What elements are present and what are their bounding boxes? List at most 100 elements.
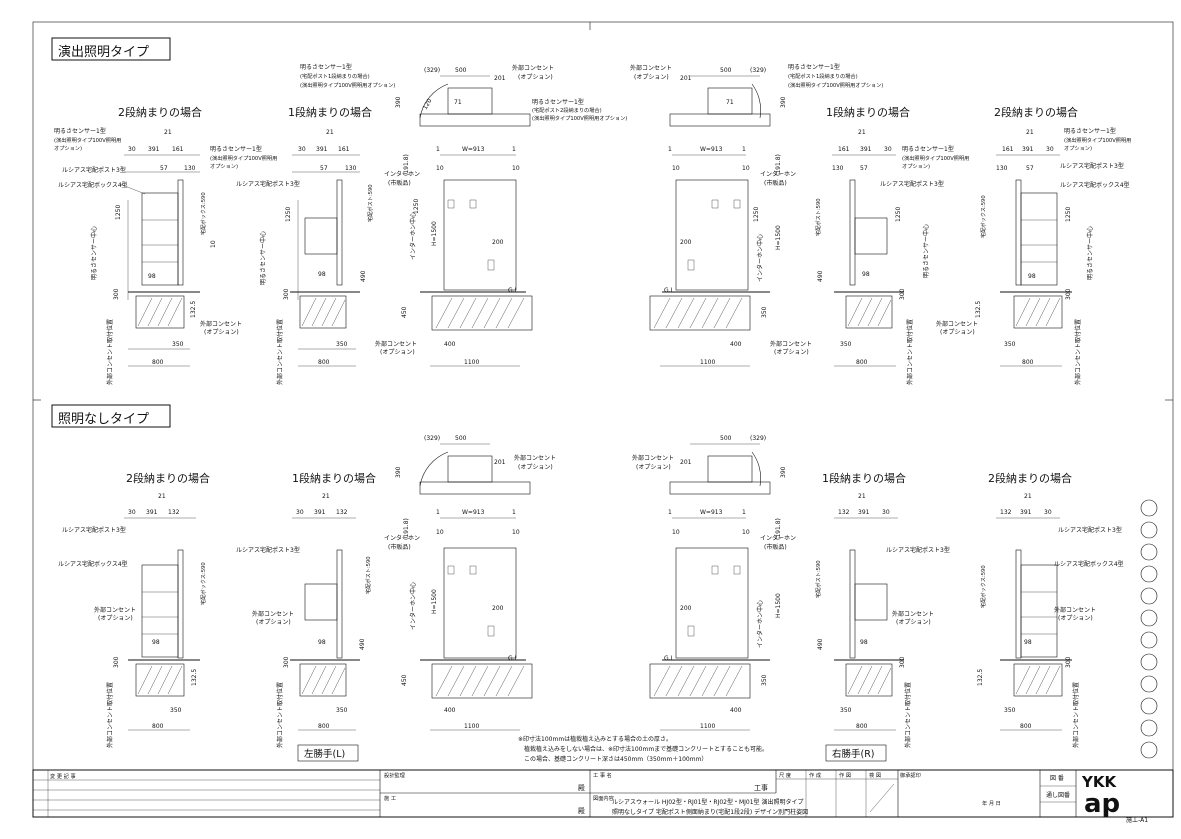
svg-text:W=913: W=913 bbox=[700, 509, 723, 516]
svg-text:132.5: 132.5 bbox=[190, 301, 197, 318]
svg-text:450: 450 bbox=[401, 674, 408, 686]
svg-text:外部コンセント: 外部コンセント bbox=[770, 340, 812, 348]
svg-text:1100: 1100 bbox=[464, 359, 479, 366]
svg-text:外部コンセント: 外部コンセント bbox=[512, 64, 554, 72]
svg-text:21: 21 bbox=[164, 129, 172, 136]
svg-text:400: 400 bbox=[730, 707, 742, 714]
svg-text:350: 350 bbox=[840, 707, 852, 714]
svg-text:宅配ボックス:590: 宅配ボックス:590 bbox=[199, 562, 207, 605]
svg-text:W=913: W=913 bbox=[462, 146, 485, 153]
svg-text:※印寸法100mmは植栽植え込みとする場合の土の厚さ。: ※印寸法100mmは植栽植え込みとする場合の土の厚さ。 bbox=[518, 735, 672, 743]
svg-text:(演出照明タイプ100V照明用: (演出照明タイプ100V照明用 bbox=[210, 154, 277, 162]
svg-text:(市販品): (市販品) bbox=[388, 543, 411, 551]
svg-text:300: 300 bbox=[1065, 288, 1072, 300]
svg-text:工 事 名: 工 事 名 bbox=[593, 771, 612, 779]
plan-front-view-top-left: 明るさセンサー1型 (宅配ポスト1段納まりの場合) (演出照明タイプ100V照明… bbox=[300, 63, 627, 367]
svg-text:450: 450 bbox=[401, 306, 408, 318]
svg-text:1250: 1250 bbox=[1065, 207, 1072, 222]
svg-text:200: 200 bbox=[680, 239, 692, 246]
svg-text:(191.8): (191.8) bbox=[775, 518, 782, 540]
sheet-border bbox=[32, 21, 1174, 818]
svg-text:350: 350 bbox=[170, 707, 182, 714]
svg-text:YKK: YKK bbox=[1081, 773, 1117, 791]
svg-text:132.5: 132.5 bbox=[975, 301, 982, 318]
side-view-2tier-top-left: 2段納まりの場合 21 30 391 161 57 130 明るさセンサー1型 … bbox=[54, 105, 242, 385]
svg-text:350: 350 bbox=[840, 341, 852, 348]
svg-text:(オプション): (オプション) bbox=[774, 349, 809, 356]
svg-text:ルシアスウォール HJ02型・RJ01型・RJ02型・MJ: ルシアスウォール HJ02型・RJ01型・RJ02型・MJ01型 演出照明タイプ bbox=[612, 798, 803, 806]
svg-text:490: 490 bbox=[817, 270, 824, 282]
svg-text:350: 350 bbox=[761, 674, 768, 686]
gate-pillar bbox=[675, 547, 749, 659]
side-view-1tier-bottom-right: 1段納まりの場合 21 132 391 30 ルシアス宅配ポスト3型 外部コンセ… bbox=[814, 471, 950, 762]
svg-text:(オプション): (オプション) bbox=[1058, 615, 1093, 622]
svg-text:外部コンセント: 外部コンセント bbox=[252, 610, 294, 618]
gate-pillar bbox=[675, 179, 749, 291]
svg-text:(329): (329) bbox=[750, 67, 766, 74]
svg-text:(演出照明タイプ100V照明用: (演出照明タイプ100V照明用 bbox=[1064, 136, 1131, 144]
foundation bbox=[845, 295, 893, 329]
svg-text:宅配ボックス:590: 宅配ボックス:590 bbox=[979, 565, 987, 608]
foundation bbox=[135, 663, 185, 697]
foundation bbox=[135, 295, 185, 329]
foundation bbox=[1013, 663, 1063, 697]
svg-text:外部コンセント取付位置: 外部コンセント取付位置 bbox=[276, 682, 284, 748]
svg-text:57: 57 bbox=[1026, 165, 1034, 172]
side-view-2tier-bottom-left: 2段納まりの場合 21 30 391 132 ルシアス宅配ポスト3型 ルシアス宅… bbox=[58, 471, 210, 748]
svg-text:図面内容: 図面内容 bbox=[593, 794, 614, 802]
svg-text:800: 800 bbox=[318, 723, 330, 730]
svg-text:外部コンセント取付位置: 外部コンセント取付位置 bbox=[276, 319, 284, 385]
foundation bbox=[845, 663, 893, 697]
svg-text:10: 10 bbox=[512, 529, 520, 536]
svg-text:300: 300 bbox=[1065, 656, 1072, 668]
svg-text:391: 391 bbox=[1020, 509, 1032, 516]
plan-mailbox bbox=[707, 455, 753, 483]
view-title: 2段納まりの場合 bbox=[988, 471, 1072, 485]
svg-text:ルシアス宅配ポスト3型: ルシアス宅配ポスト3型 bbox=[886, 546, 950, 554]
side-view-2tier-top-right: 2段納まりの場合 21 161 391 30 130 57 明るさセンサー1型 … bbox=[936, 105, 1131, 385]
svg-text:1100: 1100 bbox=[464, 723, 479, 730]
svg-text:H=1500: H=1500 bbox=[775, 225, 782, 250]
svg-text:明るさセンサー1型: 明るさセンサー1型 bbox=[54, 127, 106, 135]
svg-text:インターホン: インターホン bbox=[760, 534, 796, 542]
svg-text:30: 30 bbox=[298, 146, 306, 153]
svg-text:作 成: 作 成 bbox=[809, 771, 821, 779]
svg-text:明るさセンサー中心: 明るさセンサー中心 bbox=[90, 226, 98, 280]
svg-text:21: 21 bbox=[858, 129, 866, 136]
plan-mailbox bbox=[447, 455, 493, 483]
svg-text:120: 120 bbox=[422, 97, 434, 111]
mailbox-body bbox=[304, 583, 338, 621]
svg-text:1100: 1100 bbox=[700, 359, 715, 366]
svg-text:外部コンセント: 外部コンセント bbox=[94, 606, 136, 614]
svg-text:201: 201 bbox=[494, 459, 506, 466]
svg-text:施工-A1: 施工-A1 bbox=[1126, 816, 1148, 824]
mailbox-body bbox=[854, 583, 888, 621]
svg-text:98: 98 bbox=[860, 639, 868, 646]
foundation bbox=[431, 295, 533, 331]
svg-text:インターホン中心: インターホン中心 bbox=[756, 600, 764, 648]
svg-text:(191.8): (191.8) bbox=[775, 154, 782, 176]
svg-text:(演出照明タイプ100V照明用オプション): (演出照明タイプ100V照明用オプション) bbox=[532, 114, 627, 122]
svg-text:800: 800 bbox=[318, 359, 330, 366]
svg-text:(329): (329) bbox=[424, 67, 440, 74]
svg-text:(オプション): (オプション) bbox=[940, 329, 975, 336]
svg-text:W=913: W=913 bbox=[462, 509, 485, 516]
svg-text:ルシアス宅配ポスト3型: ルシアス宅配ポスト3型 bbox=[236, 180, 300, 188]
gate-pillar bbox=[443, 179, 517, 291]
mailbox-body bbox=[141, 192, 179, 286]
svg-text:300: 300 bbox=[113, 288, 120, 300]
svg-text:10: 10 bbox=[512, 165, 520, 172]
svg-text:391: 391 bbox=[860, 146, 872, 153]
svg-text:350: 350 bbox=[761, 306, 768, 318]
svg-text:明るさセンサー1型: 明るさセンサー1型 bbox=[210, 145, 262, 153]
svg-text:30: 30 bbox=[884, 146, 892, 153]
svg-text:通し図番: 通し図番 bbox=[1046, 791, 1070, 799]
svg-text:オプション): オプション) bbox=[54, 145, 82, 152]
svg-text:21: 21 bbox=[1024, 493, 1032, 500]
svg-text:ap: ap bbox=[1084, 789, 1120, 819]
svg-text:1250: 1250 bbox=[115, 205, 122, 220]
svg-text:161: 161 bbox=[838, 146, 850, 153]
svg-text:(オプション): (オプション) bbox=[98, 615, 133, 622]
svg-text:ルシアス宅配ポスト3型: ルシアス宅配ポスト3型 bbox=[236, 546, 300, 554]
